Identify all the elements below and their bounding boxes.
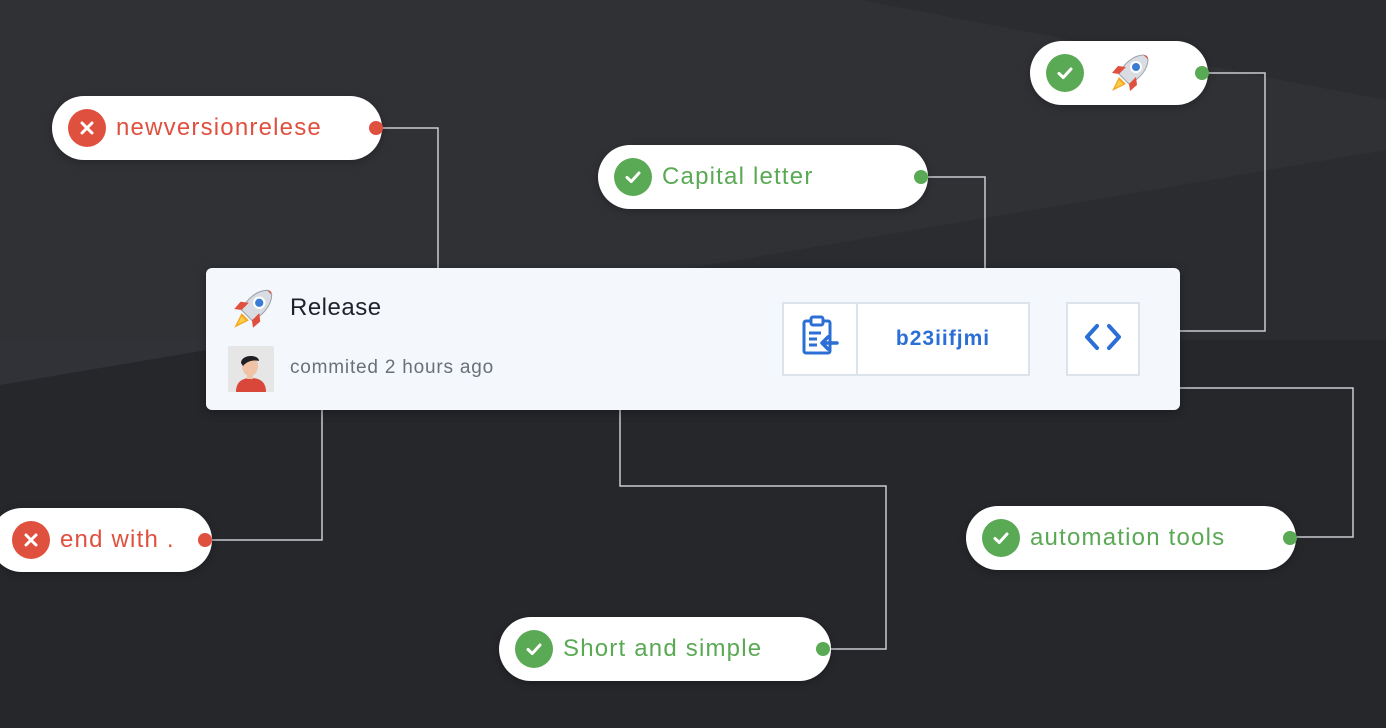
rocket-icon [226, 282, 280, 341]
view-code-button[interactable] [1066, 302, 1140, 376]
check-pill-newversionrelese[interactable]: newversionrelese [52, 96, 383, 160]
connector-port [1283, 531, 1297, 545]
commit-hash-group: b23iifjmi [782, 302, 1030, 376]
check-label: end with . [60, 526, 175, 553]
error-icon [12, 521, 50, 559]
connector-port [198, 533, 212, 547]
clipboard-icon [799, 315, 841, 364]
commit-title: Release [290, 294, 382, 321]
check-pill-end-with-period[interactable]: end with . [0, 508, 212, 572]
check-label: Short and simple [563, 635, 763, 662]
error-icon [68, 109, 106, 147]
avatar [228, 346, 274, 392]
commit-timestamp: commited 2 hours ago [290, 357, 494, 378]
check-pill-capital-letter[interactable]: Capital letter [598, 145, 928, 209]
connector-port [816, 642, 830, 656]
code-icon [1083, 322, 1123, 357]
check-label: automation tools [1030, 524, 1226, 551]
check-icon [614, 158, 652, 196]
rocket-icon [1104, 47, 1156, 99]
connector-port [1195, 66, 1209, 80]
copy-hash-button[interactable] [784, 304, 858, 374]
connector-port [369, 121, 383, 135]
check-icon [982, 519, 1020, 557]
check-pill-short-and-simple[interactable]: Short and simple [499, 617, 831, 681]
check-label: Capital letter [662, 163, 814, 190]
commit-hash[interactable]: b23iifjmi [895, 327, 991, 350]
check-icon [515, 630, 553, 668]
check-pill-automation-tools[interactable]: automation tools [966, 506, 1297, 570]
commit-card: Release commited 2 hours ago b23iifjmi [206, 268, 1180, 410]
connector-port [914, 170, 928, 184]
check-icon [1046, 54, 1084, 92]
check-label: newversionrelese [116, 114, 322, 141]
check-pill-rocket[interactable] [1030, 41, 1209, 105]
